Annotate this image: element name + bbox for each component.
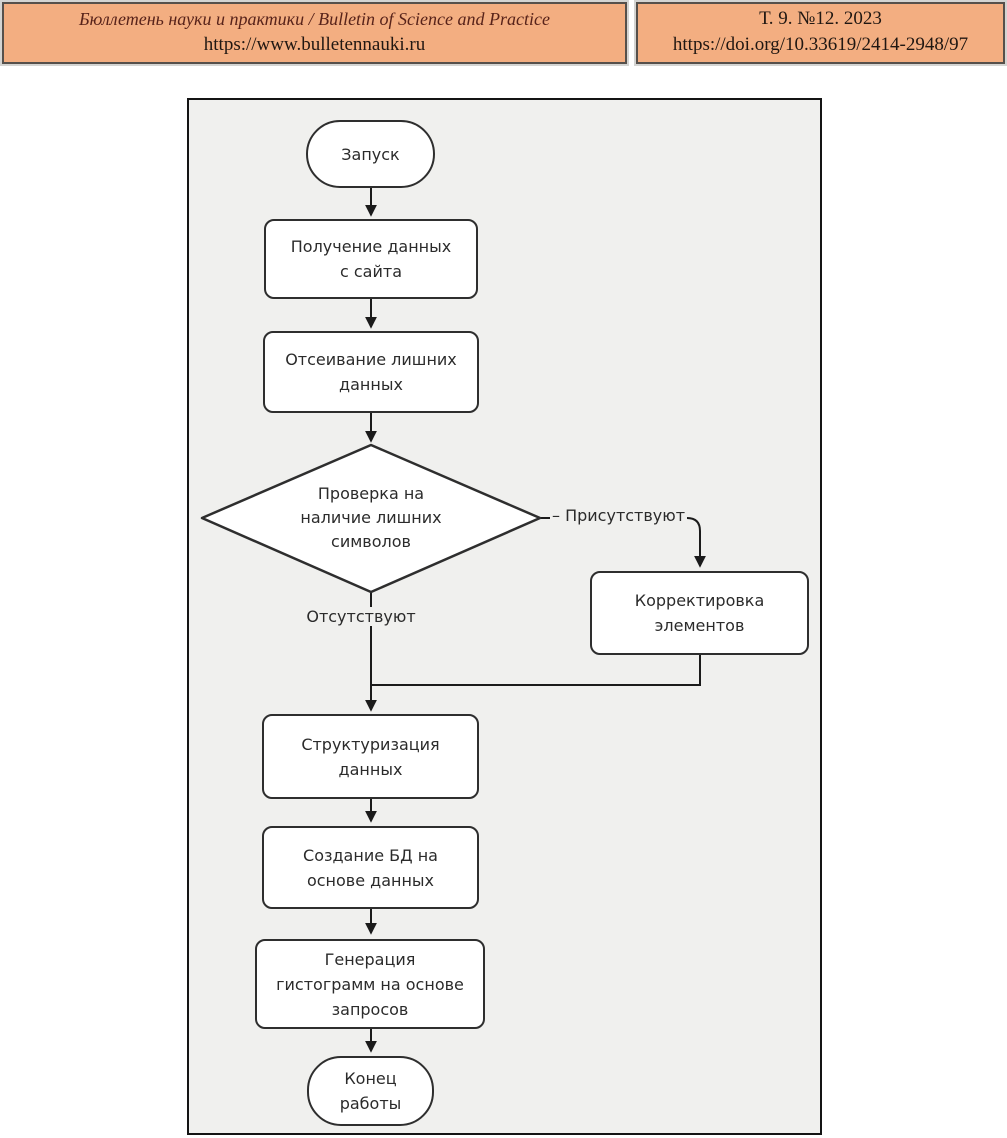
flowchart-node-end: Конец работы <box>307 1056 434 1126</box>
journal-title: Бюллетень науки и практики / Bulletin of… <box>79 9 550 29</box>
journal-issue: Т. 9. №12. 2023 <box>759 8 882 29</box>
flowchart-node-correct-elements: Корректировка элементов <box>590 571 809 655</box>
journal-url: https://www.bulletennauki.ru <box>203 34 426 55</box>
flowchart-node-fetch-data: Получение данных с сайта <box>264 219 478 299</box>
journal-header: Бюллетень науки и практики / Bulletin of… <box>2 2 1005 64</box>
flowchart-node-generate-histograms: Генерация гистограмм на основе запросов <box>255 939 485 1029</box>
flowchart-connectors <box>200 188 706 1053</box>
flowchart-node-filter-data: Отсеивание лишних данных <box>263 331 479 413</box>
journal-header-right-cell: Т. 9. №12. 2023 https://doi.org/10.33619… <box>636 2 1005 64</box>
connector-correct-join <box>372 655 701 686</box>
edge-label-present: – Присутствуют <box>552 506 686 525</box>
edge-label-absent: Отсутствуют <box>281 607 441 626</box>
flowchart-node-create-db: Создание БД на основе данных <box>262 826 479 909</box>
decision-diamond-shape <box>200 443 542 594</box>
flowchart-node-structure-data: Структуризация данных <box>262 714 479 799</box>
flowchart-panel: Запуск Получение данных с сайта Отсеиван… <box>187 98 822 1135</box>
flowchart-node-check-symbols: Проверка на наличие лишних символов <box>300 484 442 551</box>
connector-present-correct <box>686 517 706 568</box>
journal-header-left-cell: Бюллетень науки и практики / Bulletin of… <box>2 2 627 64</box>
flowchart-node-start: Запуск <box>306 120 435 188</box>
journal-doi: https://doi.org/10.33619/2414-2948/97 <box>672 34 969 55</box>
